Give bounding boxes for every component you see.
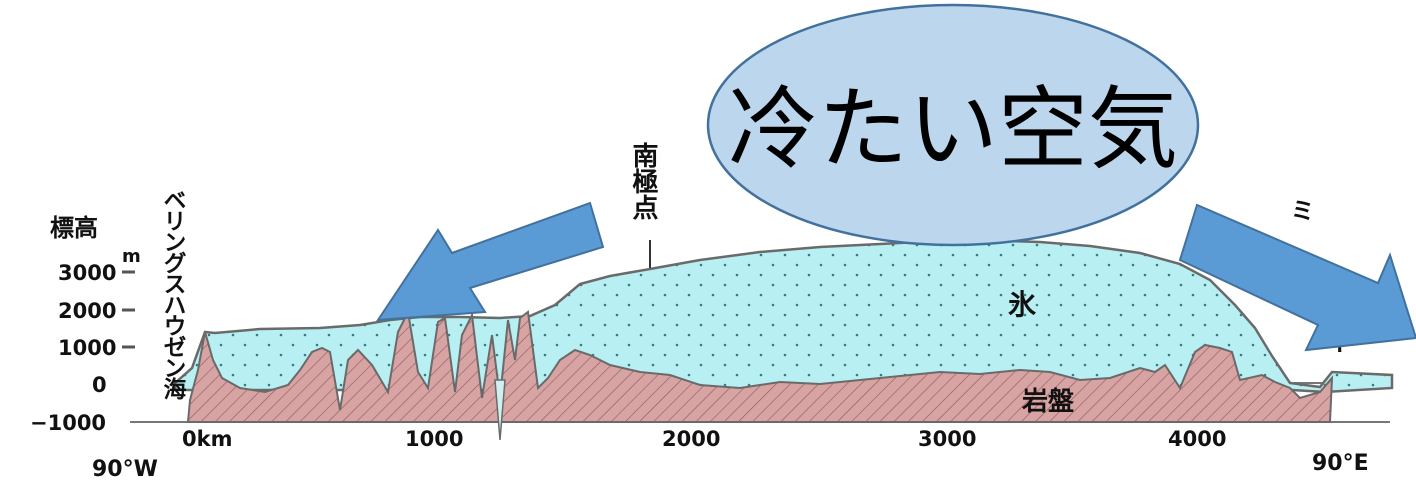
ice-label: 氷 <box>1008 288 1037 321</box>
distance-tick-4000: 4000 <box>1168 427 1226 451</box>
tick-3000: 3000 <box>58 261 116 285</box>
left-arrow <box>376 201 605 322</box>
tick-minus-1000: −1000 <box>30 411 106 435</box>
bellingshausen-sea-label: ベリングスハウゼン海 <box>159 188 187 400</box>
distance-tick-1000: 1000 <box>405 427 463 451</box>
elevation-axis-title: 標高 <box>50 214 98 242</box>
distance-tick-0km: 0km <box>182 427 232 451</box>
right-end-longitude: 90°E <box>1312 451 1369 476</box>
south-pole-label: 南極点 <box>628 142 658 220</box>
tick-1000: 1000 <box>58 336 116 360</box>
ice-sheet <box>173 238 1394 394</box>
elevation-ticks <box>122 270 135 349</box>
cold-air-bubble <box>706 3 1200 247</box>
elevation-unit: m <box>122 246 141 267</box>
tick-2000: 2000 <box>58 299 116 323</box>
right-edge-label-1: ミ <box>1286 198 1314 222</box>
tick-0: 0 <box>92 373 107 397</box>
left-end-longitude: 90°W <box>92 457 158 482</box>
bedrock <box>186 308 1334 423</box>
right-arrow <box>1178 203 1416 352</box>
distance-tick-3000: 3000 <box>918 427 976 451</box>
distance-tick-2000: 2000 <box>662 427 720 451</box>
cold-air-label: 冷たい空気 <box>728 77 1178 182</box>
trench <box>494 379 506 441</box>
bedrock-label: 岩盤 <box>1021 387 1075 417</box>
